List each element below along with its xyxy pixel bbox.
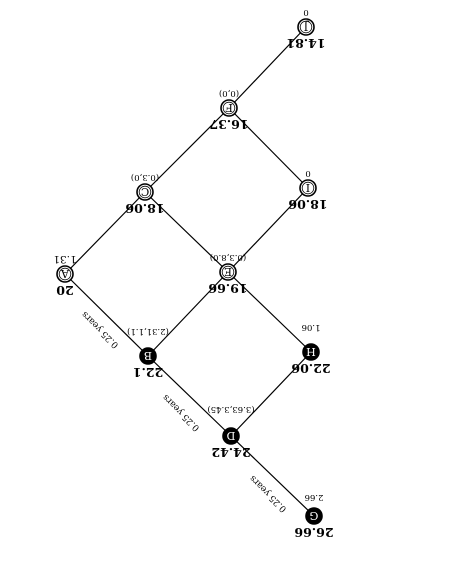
node-e-annotation: (0.3,8.0) — [210, 252, 246, 263]
node-g: G 2.66 26.66 — [294, 492, 333, 540]
node-b: B (2.31,1.1) 22.1 — [127, 326, 169, 380]
node-a: A 1.31 20 — [53, 253, 76, 298]
node-g-letter: G — [310, 509, 319, 522]
node-b-letter: B — [144, 349, 152, 362]
edge-a-b — [64, 273, 149, 357]
node-d-annotation: (3.63,3.45) — [207, 404, 254, 415]
node-h-annotation: 1.06 — [302, 322, 321, 332]
node-e-value: 19.66 — [208, 281, 247, 296]
node-f: F (0,0) 16.37 — [209, 88, 248, 132]
node-e: E (0.3,8.0) 19.66 — [208, 252, 247, 296]
node-f-annotation: (0,0) — [219, 88, 239, 99]
node-g-annotation: 2.66 — [305, 492, 324, 502]
node-c-letter: C — [141, 185, 149, 198]
node-b-value: 22.1 — [133, 365, 163, 380]
node-a-letter: A — [60, 267, 70, 280]
node-j: J 0 14.81 — [286, 7, 325, 51]
node-e-letter: E — [224, 265, 232, 278]
edge-c-e — [144, 191, 229, 273]
edge-label-b-d: 0.25 years — [161, 392, 202, 433]
node-h-circle — [302, 343, 320, 361]
edge-label-d-g: 0.25 years — [248, 473, 289, 514]
node-a-value: 20 — [56, 283, 74, 298]
node-f-letter: F — [225, 101, 233, 114]
edge-b-d — [147, 355, 232, 437]
node-b-annotation: (2.31,1.1) — [127, 326, 169, 337]
node-c-value: 18.06 — [125, 201, 164, 216]
node-c-annotation: (0.3,0) — [131, 172, 159, 183]
node-c: C (0.3,0) 18.06 — [125, 172, 164, 216]
node-j-value: 14.81 — [286, 36, 325, 51]
node-g-circle — [305, 507, 323, 525]
node-j-ring — [299, 20, 313, 34]
node-g-value: 26.66 — [294, 525, 333, 540]
node-i: I 0 18.06 — [288, 168, 327, 212]
node-d-circle — [222, 427, 240, 445]
node-d-letter: D — [226, 429, 235, 442]
edge-j-f — [228, 26, 307, 109]
edge-label-a-b: 0.25 years — [80, 309, 121, 350]
node-f-value: 16.37 — [209, 117, 248, 132]
node-j-letter: J — [304, 20, 309, 33]
edge-e-h — [227, 271, 312, 353]
node-a-annotation: 1.31 — [53, 253, 76, 265]
node-e-ring — [221, 265, 235, 279]
node-d: D (3.63,3.45) 24.42 — [207, 404, 254, 460]
node-d-value: 24.42 — [211, 445, 250, 460]
node-f-ring — [222, 101, 236, 115]
node-i-annotation: 0 — [305, 168, 310, 178]
node-i-ring — [301, 181, 315, 195]
node-i-letter: I — [306, 181, 310, 194]
node-i-value: 18.06 — [288, 197, 327, 212]
edge-d-g — [230, 435, 315, 517]
edge-f-c — [144, 107, 230, 193]
edge-e-b — [147, 271, 229, 357]
node-c-ring — [138, 185, 152, 199]
edge-h-d — [230, 351, 312, 437]
edge-i-e — [227, 187, 309, 273]
node-b-circle — [139, 347, 157, 365]
node-h: H 1.06 22.06 — [291, 322, 330, 376]
node-a-ring — [58, 267, 72, 281]
node-h-letter: H — [306, 345, 316, 358]
node-h-value: 22.06 — [291, 361, 330, 376]
node-j-annotation: 0 — [303, 7, 308, 17]
edge-f-i — [228, 107, 309, 189]
edge-c-a — [64, 191, 146, 275]
